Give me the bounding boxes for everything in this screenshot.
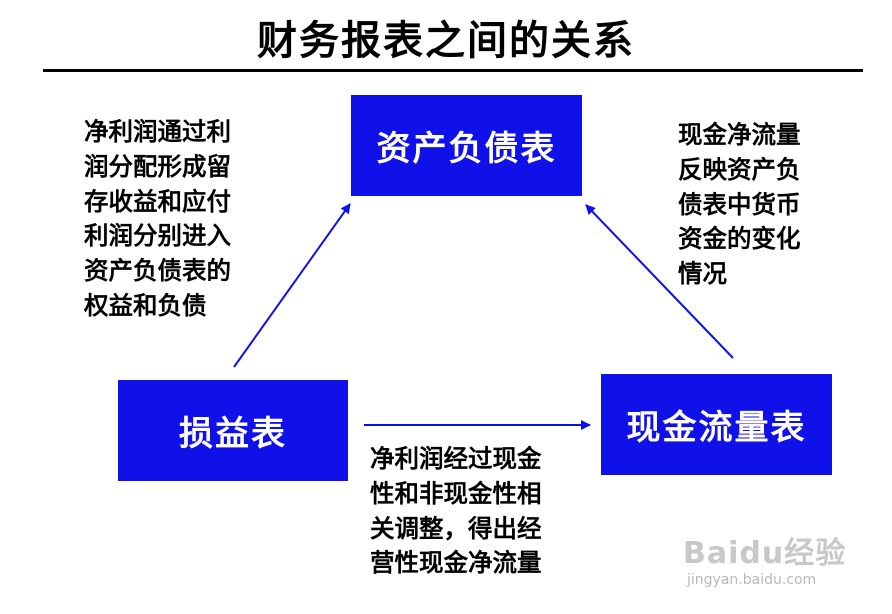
baidu-watermark: Baidu经验 jingyan.baidu.com — [683, 528, 846, 588]
note-left-line: 润分配形成留 — [84, 151, 231, 181]
note-bottom-line: 营性现金净流量 — [370, 548, 542, 578]
note-right-line: 情况 — [678, 259, 727, 289]
note-left-line: 净利润通过利 — [84, 117, 231, 146]
note-right-line: 债表中货币 — [678, 189, 801, 219]
note-left: 净利润通过利 润分配形成留 存收益和应付 利润分别进入 资产负债表的 权益和负债 — [84, 115, 231, 324]
watermark-sub: jingyan.baidu.com — [687, 572, 817, 588]
balance-sheet-box: 资产负债表 — [351, 95, 582, 196]
arrow-cash-to-balance — [585, 204, 734, 359]
note-bottom-line: 净利润经过现金 — [370, 444, 542, 473]
note-left-line: 存收益和应付 — [84, 186, 231, 216]
note-right-line: 资金的变化 — [678, 224, 801, 254]
note-left-line: 利润分别进入 — [84, 221, 231, 251]
note-bottom: 净利润经过现金 性和非现金性相 关调整，得出经 营性现金净流量 — [370, 442, 542, 581]
note-right-line: 现金净流量 — [678, 120, 801, 149]
income-statement-box: 损益表 — [118, 380, 348, 481]
watermark-main: Baidu经验 — [683, 536, 847, 571]
title-underline — [43, 69, 863, 72]
page-title: 财务报表之间的关系 — [257, 18, 635, 64]
note-bottom-line: 关调整，得出经 — [370, 513, 542, 543]
note-right-line: 反映资产负 — [678, 154, 801, 184]
note-left-line: 资产负债表的 — [84, 256, 231, 286]
cash-flow-box: 现金流量表 — [601, 374, 832, 475]
note-right: 现金净流量 反映资产负 债表中货币 资金的变化 情况 — [678, 118, 801, 292]
note-bottom-line: 性和非现金性相 — [370, 478, 542, 508]
arrow-income-to-balance — [233, 203, 351, 368]
note-left-line: 权益和负债 — [84, 290, 207, 320]
